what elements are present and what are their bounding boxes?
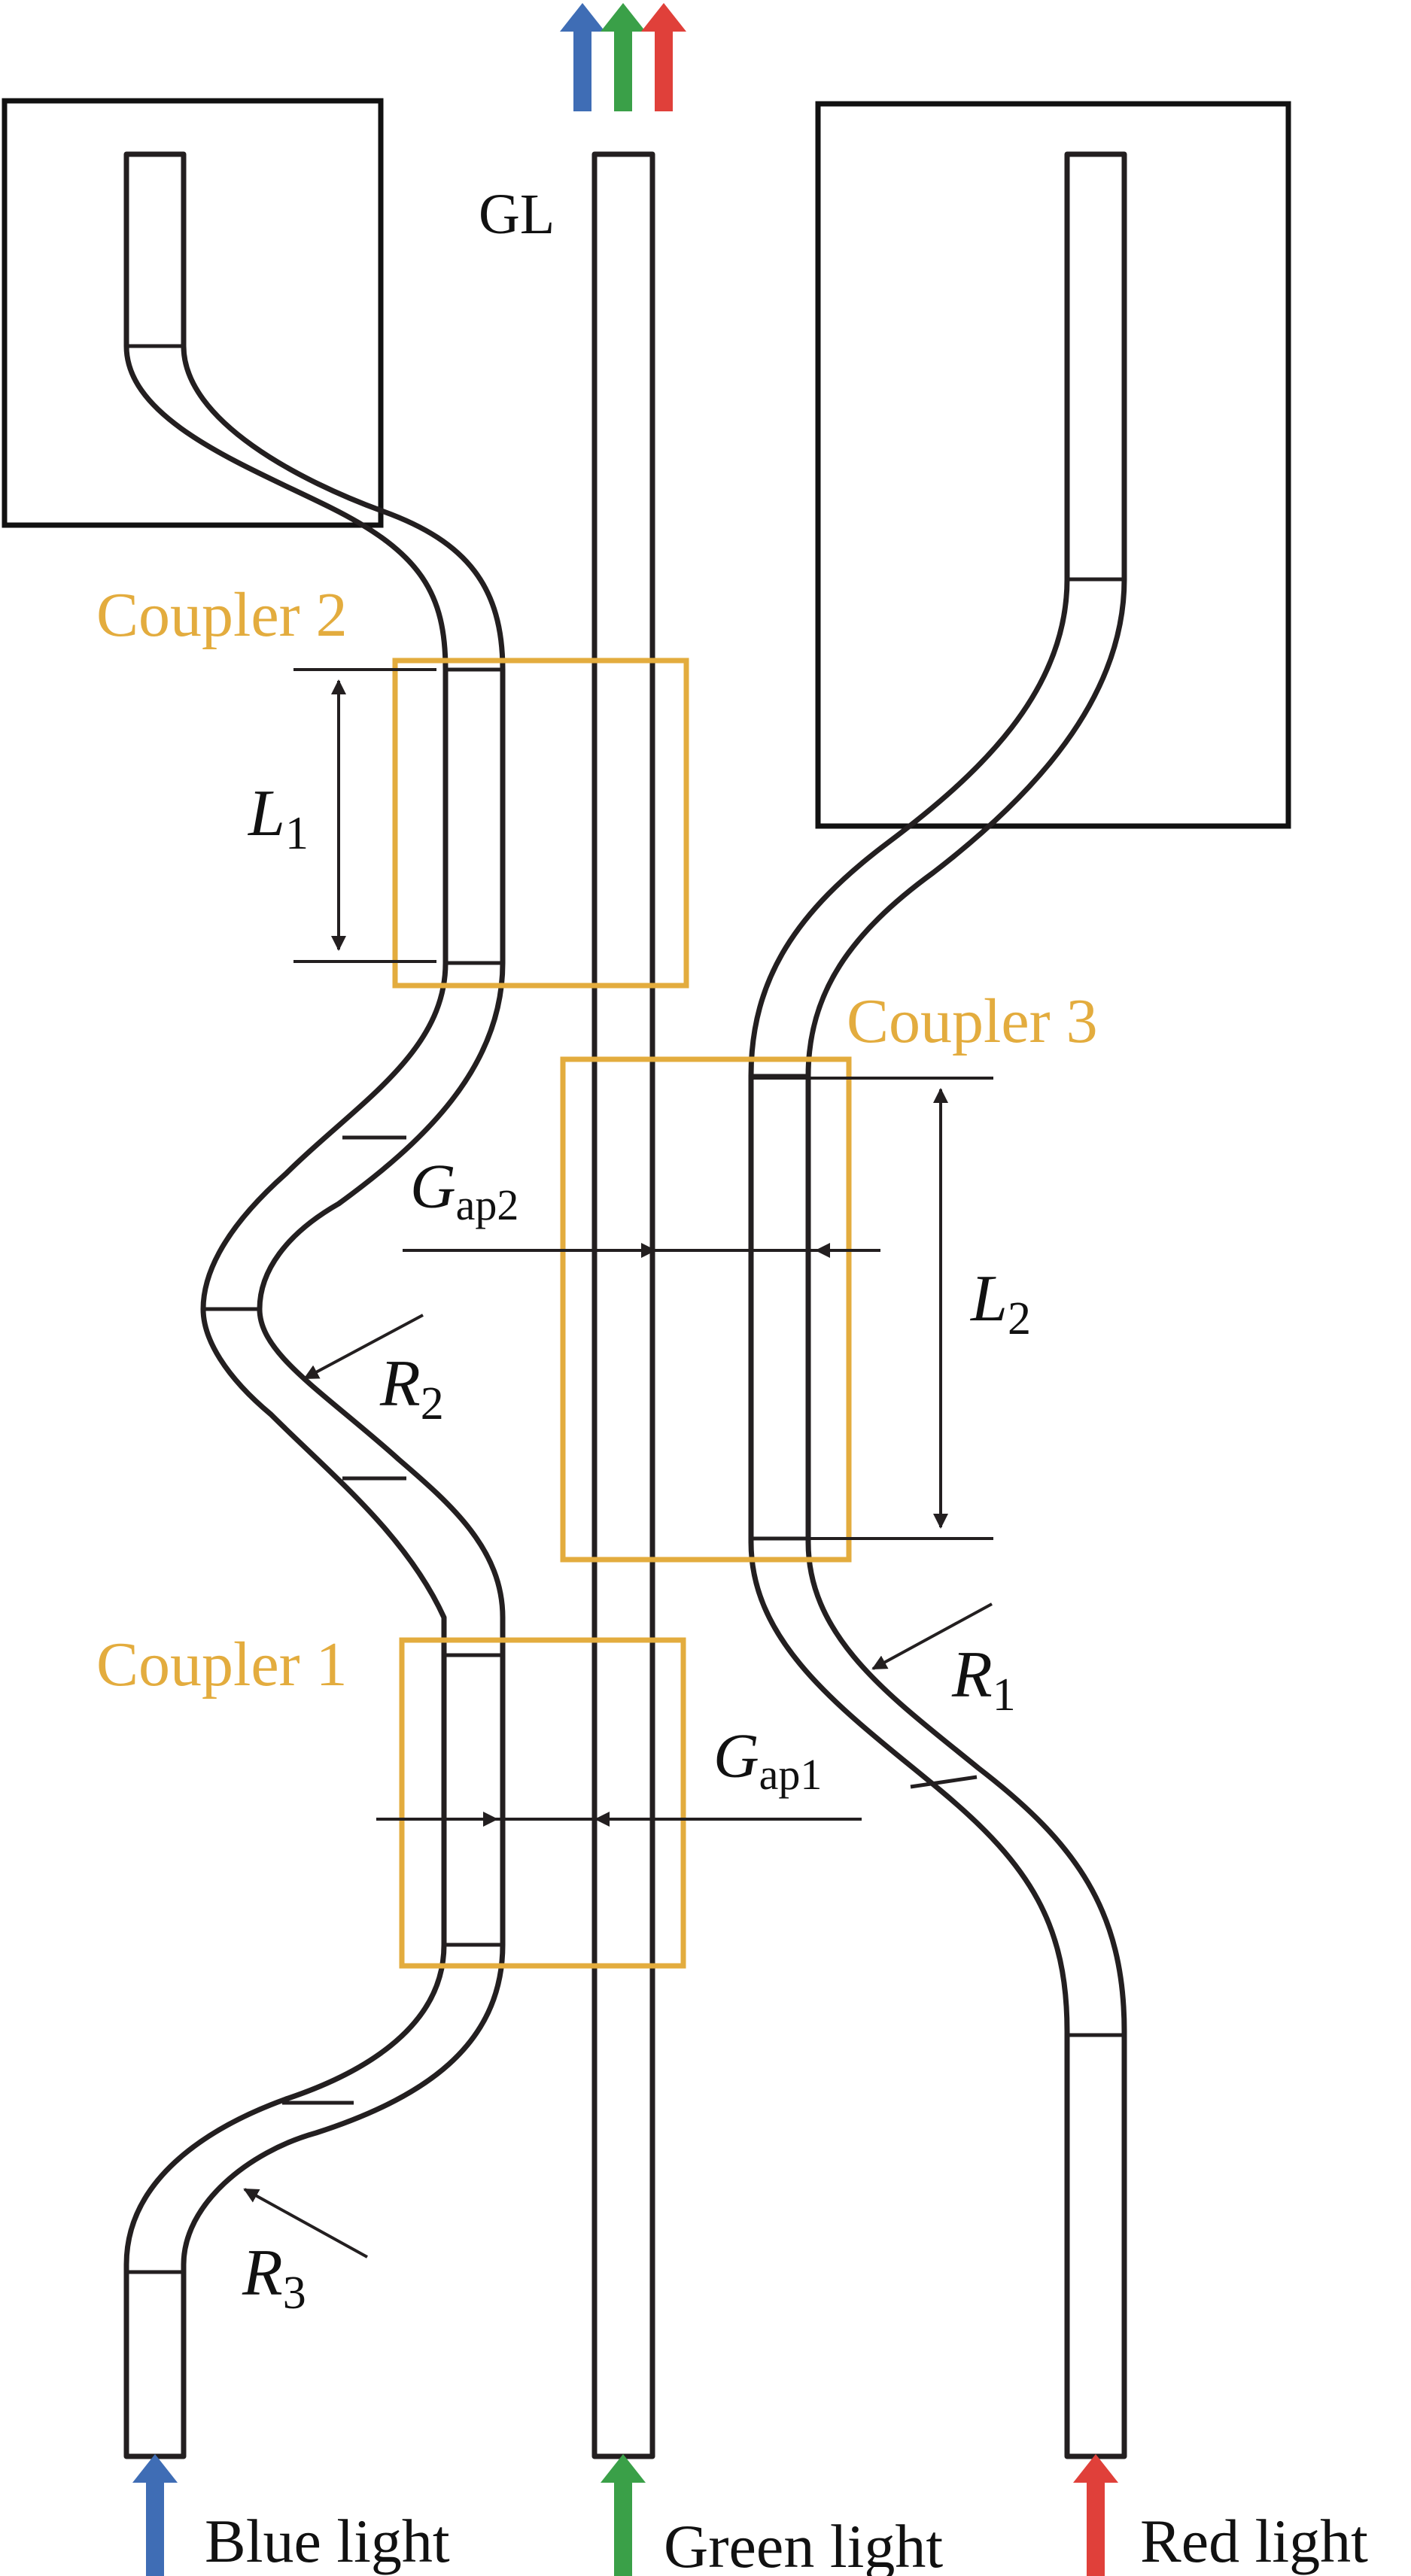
radius-pointers [243, 1314, 993, 2259]
l1-label: L1 [247, 777, 309, 859]
gl-label: GL [479, 183, 555, 246]
r1-label: R1 [951, 1639, 1016, 1721]
red-input-arrow-icon [1073, 2454, 1118, 2576]
center-waveguide [591, 151, 655, 2459]
coupler-1-label: Coupler 1 [96, 1630, 348, 1700]
dimension-l1 [293, 668, 436, 963]
green-input-arrow-icon [601, 2454, 646, 2576]
red-waveguide [748, 151, 1127, 2459]
output-arrows [560, 3, 686, 111]
coupler-2-box [392, 658, 689, 989]
r2-label: R2 [379, 1347, 444, 1429]
left-top-region-box [2, 98, 384, 528]
gap1-label: Gap1 [713, 1721, 822, 1799]
right-top-region-box [815, 101, 1291, 829]
blue-output-arrow-icon [560, 3, 605, 111]
blue-input-arrow-icon [132, 2454, 178, 2576]
coupler-2-label: Coupler 2 [96, 580, 348, 650]
gap2-label: Gap2 [410, 1152, 518, 1229]
input-arrows [132, 2454, 1118, 2576]
coupler-1-box [399, 1637, 686, 1969]
red-output-arrow-icon [641, 3, 686, 111]
blue-waveguide [123, 151, 506, 2459]
red-light-label: Red light [1140, 2507, 1368, 2575]
dimension-l2 [753, 1077, 993, 1540]
l2-label: L2 [969, 1262, 1031, 1344]
coupler-3-box [560, 1056, 852, 1563]
coupler-3-label: Coupler 3 [847, 986, 1098, 1056]
green-light-label: Green light [664, 2512, 943, 2576]
blue-light-label: Blue light [205, 2507, 450, 2575]
r3-label: R3 [242, 2237, 306, 2319]
green-output-arrow-icon [601, 3, 646, 111]
